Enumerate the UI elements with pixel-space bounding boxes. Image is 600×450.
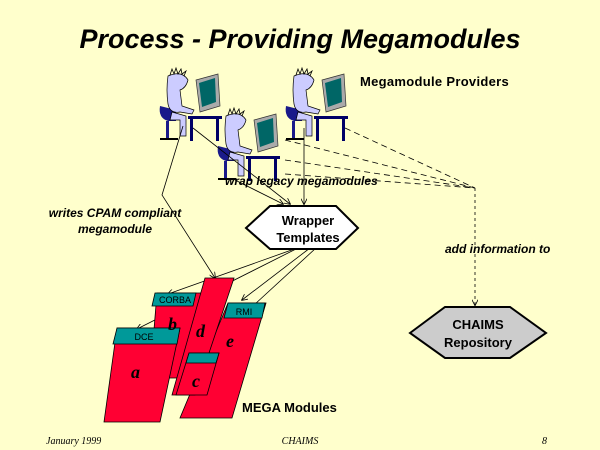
- chaims-repository-node: CHAIMS Repository: [408, 306, 548, 359]
- dashed-arrows: [284, 127, 475, 305]
- module-a-tag: [112, 327, 181, 345]
- module-c-tag: [185, 352, 220, 364]
- module-b-letter: b: [168, 314, 177, 334]
- module-b-tag-label: CORBA: [159, 295, 191, 305]
- arrow-provider-to-wrapper: [192, 127, 290, 204]
- module-c-letter: c: [192, 371, 200, 391]
- module-b-tag: [151, 292, 197, 307]
- providers-label: Megamodule Providers: [360, 74, 510, 89]
- writes-cpam-label: writes CPAM compliant megamodule: [48, 206, 182, 236]
- slide-title: Process - Providing Megamodules: [79, 24, 521, 54]
- module-e-letter: e: [226, 331, 234, 351]
- footer-page-number: 8: [542, 436, 547, 447]
- svg-text:CHAIMS: CHAIMS: [452, 317, 504, 332]
- footer-center: CHAIMS: [281, 436, 319, 447]
- module-d-letter: d: [196, 321, 206, 341]
- module-a-tag-label: DCE: [134, 332, 153, 342]
- wrapper-templates-node: Wrapper Templates: [244, 205, 360, 250]
- mega-modules: [103, 277, 267, 423]
- footer-date: January 1999: [46, 436, 102, 447]
- module-a-letter: a: [131, 362, 140, 382]
- svg-text:Templates: Templates: [276, 230, 339, 245]
- svg-text:Repository: Repository: [444, 335, 513, 350]
- person-at-computer-icon: [159, 67, 223, 142]
- add-information-label: add information to: [445, 242, 551, 256]
- person-at-computer-icon: [285, 67, 349, 142]
- module-e-tag: [223, 302, 266, 319]
- person-at-computer-icon: [217, 107, 281, 182]
- svg-text:Wrapper: Wrapper: [282, 213, 335, 228]
- arrow-wrapper-to-rmi: [242, 247, 311, 300]
- wrap-legacy-label: wrap legacy megamodules: [225, 174, 378, 188]
- mega-modules-label: MEGA Modules: [242, 400, 337, 415]
- arrow-provider-to-wrapper: [234, 179, 283, 204]
- arrow-wrapper-to-corba: [168, 246, 301, 294]
- arrow-provider-to-module: [161, 125, 215, 278]
- module-e-tag-label: RMI: [236, 307, 253, 317]
